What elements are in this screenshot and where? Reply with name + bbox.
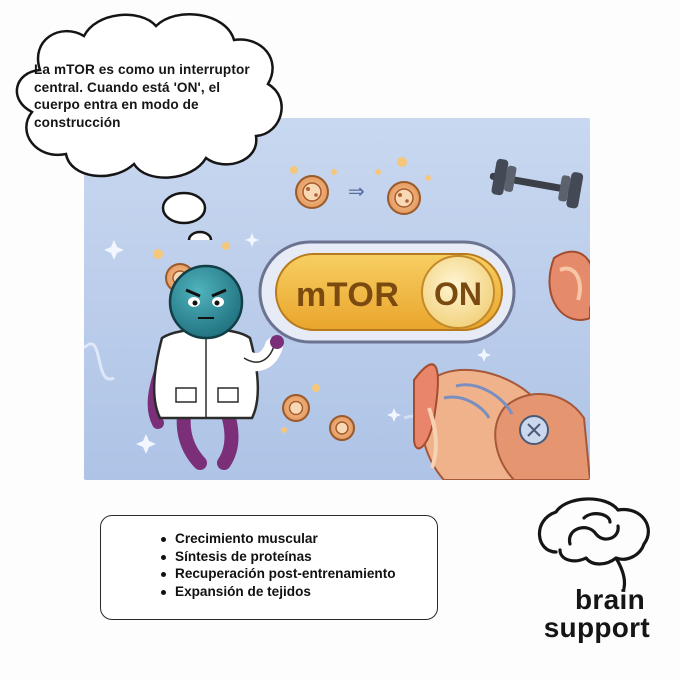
switch-label: mTOR (296, 276, 400, 314)
cell-icon (329, 415, 355, 441)
illustration-panel: ⇒ (84, 118, 590, 480)
dumbbell-icon (489, 158, 584, 209)
brand-word-support: support (543, 612, 650, 643)
muscle-icon (413, 250, 590, 480)
sparkle-icon (104, 233, 491, 454)
benefits-list: Crecimiento muscular Síntesis de proteín… (159, 530, 396, 600)
list-item: Recuperación post-entrenamiento (159, 565, 396, 583)
arrow-icon: ⇒ (348, 179, 365, 203)
list-item: Expansión de tejidos (159, 583, 396, 601)
mtor-switch (258, 240, 516, 344)
brand-word-brain: brain (575, 584, 645, 615)
cell-icon (281, 384, 320, 433)
scientist-character (147, 264, 284, 470)
brand-logo: brain support (526, 492, 666, 652)
cell-icon (290, 166, 337, 209)
thought-bubble: La mTOR es como un interruptor central. … (0, 0, 300, 250)
cell-icon (375, 157, 431, 215)
brain-logo-icon (537, 497, 650, 590)
list-item: Síntesis de proteínas (159, 548, 396, 566)
switch-state: ON (434, 276, 482, 312)
list-item: Crecimiento muscular (159, 530, 396, 548)
bubble-text: La mTOR es como un interruptor central. … (34, 62, 250, 130)
benefits-box: Crecimiento muscular Síntesis de proteín… (100, 515, 438, 620)
